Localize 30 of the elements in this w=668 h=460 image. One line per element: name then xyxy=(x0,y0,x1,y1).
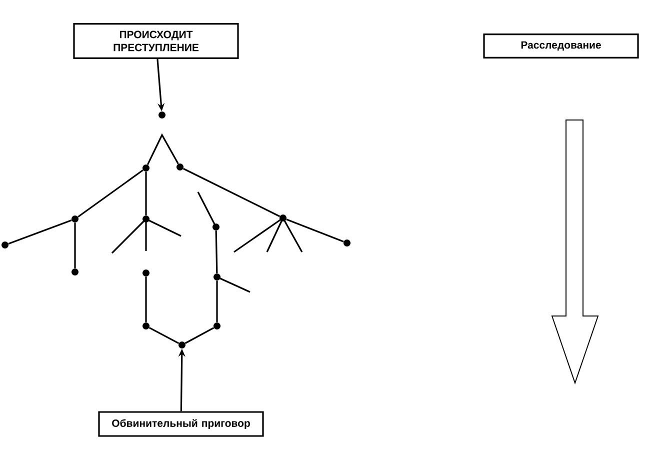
dot xyxy=(176,164,184,170)
dot xyxy=(142,164,150,172)
branch-line xyxy=(8,220,72,244)
dot xyxy=(212,224,220,230)
text-box: ПРОИСХОДИТ ПРЕСТУПЛЕНИЕ xyxy=(73,22,239,60)
dot xyxy=(344,240,350,246)
dot xyxy=(178,342,186,348)
dot xyxy=(214,274,220,280)
branch-line xyxy=(184,327,214,344)
branch-line xyxy=(145,172,147,216)
branch-line xyxy=(286,218,344,242)
dot xyxy=(142,270,150,276)
branch-line xyxy=(216,280,218,322)
branch-line xyxy=(145,276,147,322)
dot xyxy=(280,214,286,222)
dot xyxy=(72,268,78,276)
dot xyxy=(142,322,150,330)
branch-line xyxy=(146,133,179,166)
branch-line xyxy=(148,327,180,344)
dot xyxy=(214,322,220,330)
branch-line xyxy=(78,170,144,218)
branch-line xyxy=(182,168,280,218)
dot xyxy=(2,242,8,248)
text-box: Расследование xyxy=(483,34,639,58)
text-box: Обвинительный приговор xyxy=(98,411,264,437)
dot xyxy=(158,112,166,118)
branch-line xyxy=(74,222,76,268)
dot xyxy=(142,216,150,222)
dot xyxy=(72,216,78,222)
branch-line xyxy=(215,230,218,274)
